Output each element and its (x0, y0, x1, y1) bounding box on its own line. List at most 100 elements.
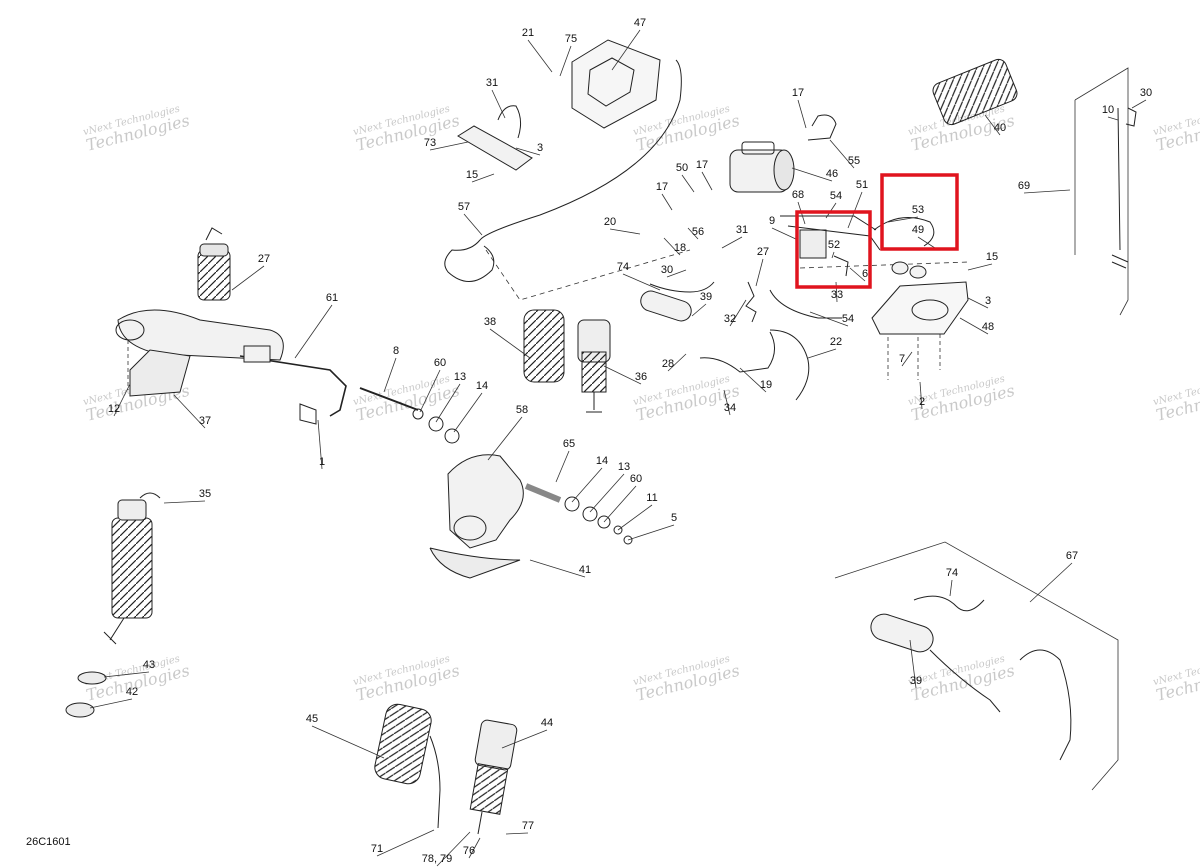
callout-label: 49 (912, 224, 924, 236)
leader-line (491, 89, 506, 119)
callout-label: 50 (676, 162, 688, 174)
callout-label: 14 (476, 380, 488, 392)
leader-line (453, 392, 483, 433)
callout-label: 57 (458, 201, 470, 213)
callout-label: 13 (618, 461, 630, 473)
callout-label: 17 (696, 159, 708, 171)
callout-label: 47 (634, 17, 646, 29)
callout-label: 31 (486, 77, 498, 89)
leader-line (383, 357, 397, 393)
reservoir-39 (640, 290, 692, 322)
callout-label: 2 (919, 396, 925, 408)
leader-line (771, 227, 799, 241)
leader-line (471, 173, 495, 183)
callout-label: 76 (463, 845, 475, 857)
leader-line (376, 829, 435, 857)
callout-label: 73 (424, 137, 436, 149)
shock-44 (469, 719, 518, 835)
callout-label: 15 (466, 169, 478, 181)
leader-line (967, 263, 993, 271)
callout-label: 78, 79 (422, 853, 453, 865)
callout-label: 40 (994, 122, 1006, 134)
leader-line (589, 473, 625, 513)
leader-line (809, 311, 849, 327)
panel-outlines (127, 67, 1129, 791)
leader-line (739, 367, 767, 393)
leader-line (468, 837, 481, 859)
callout-label: 46 (826, 168, 838, 180)
callout-label: 19 (760, 379, 772, 391)
callout-label: 54 (830, 190, 842, 202)
callout-label: 61 (326, 292, 338, 304)
leader-line (515, 147, 541, 156)
leader-line (949, 579, 953, 597)
leader-line (103, 671, 150, 678)
leader-line (603, 365, 642, 385)
callout-label: 39 (910, 675, 922, 687)
part-drawings (65, 39, 1137, 835)
leader-line (173, 394, 206, 429)
callout-label: 15 (986, 251, 998, 263)
leader-line (489, 328, 531, 359)
callout-label: 38 (484, 316, 496, 328)
callout-label: 51 (856, 179, 868, 191)
callout-label: 44 (541, 717, 553, 729)
bumper-49 (891, 261, 909, 275)
spring-45 (374, 703, 432, 785)
leader-line (622, 273, 661, 291)
leader-line (807, 348, 837, 359)
mount-42 (65, 702, 95, 718)
callout-label: 36 (635, 371, 647, 383)
leader-line (505, 832, 529, 835)
shock-36 (577, 319, 611, 413)
leader-line (666, 269, 687, 278)
leader-line (435, 383, 461, 423)
callout-label: 71 (371, 843, 383, 855)
callout-label: 5 (671, 512, 677, 524)
leader-line (667, 353, 687, 372)
callout-label: 17 (792, 87, 804, 99)
callout-label: 7 (899, 353, 905, 365)
leader-line (721, 236, 743, 249)
leader-line (755, 258, 764, 287)
leader-line (603, 485, 637, 523)
leader-line (691, 303, 707, 317)
callout-label: 69 (1018, 180, 1030, 192)
mount-43 (77, 671, 107, 685)
clip-30 (1125, 107, 1137, 127)
leader-line (529, 559, 586, 578)
callout-label: 42 (126, 686, 138, 698)
leader-line (311, 725, 385, 759)
knuckle-58 (429, 454, 524, 579)
leader-line (729, 299, 747, 327)
leader-line (687, 227, 699, 240)
reservoir-39-lower (870, 595, 1072, 761)
leader-line (1107, 116, 1119, 121)
callout-label: 53 (912, 204, 924, 216)
callout-label: 28 (662, 358, 674, 370)
plate-48 (871, 281, 969, 335)
leader-line (791, 167, 833, 182)
callout-label: 30 (1140, 87, 1152, 99)
leader-line (984, 114, 1001, 136)
hose-53 (873, 217, 935, 247)
bracket-47 (571, 39, 661, 129)
leader-line (555, 450, 570, 483)
callout-label: 60 (434, 357, 446, 369)
callout-label: 45 (306, 713, 318, 725)
callout-label: 11 (646, 492, 657, 504)
callout-label: 33 (831, 289, 843, 301)
rod-10 (1111, 107, 1129, 269)
line-71 (429, 735, 441, 829)
callout-label: 14 (596, 455, 608, 467)
leader-line (849, 267, 866, 282)
callout-label: 32 (724, 313, 736, 325)
